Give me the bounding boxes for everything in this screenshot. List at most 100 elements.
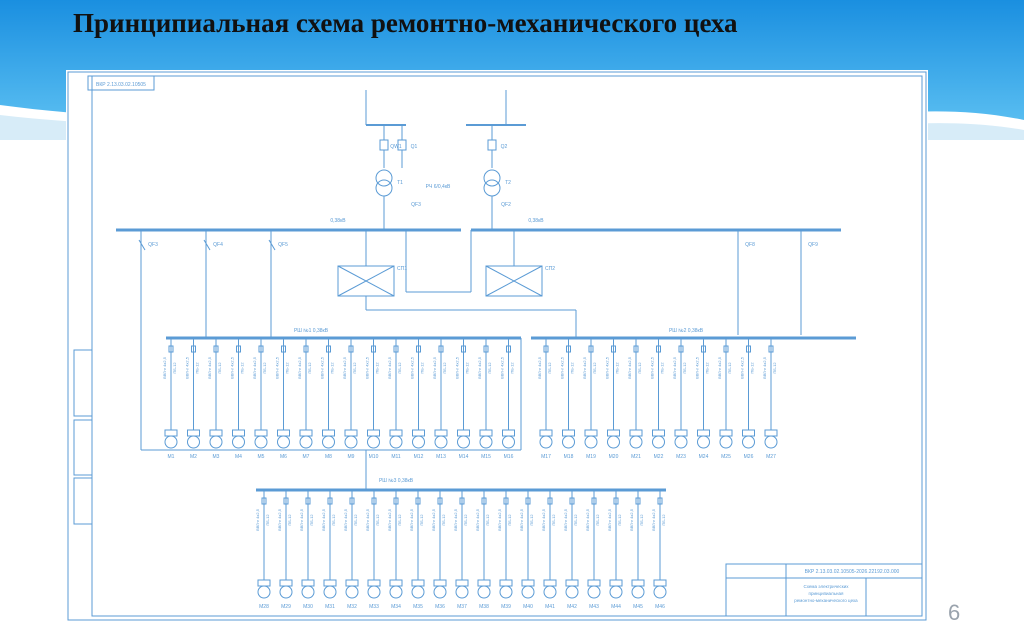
cable-label: ВВГнг 4х2,5	[342, 356, 347, 379]
motor-starter	[367, 579, 381, 587]
motor-label: М38	[479, 604, 489, 610]
motor-breaker	[768, 345, 774, 353]
motor-symbol	[434, 435, 448, 449]
motor-label: М10	[369, 454, 379, 460]
motor-breaker	[611, 345, 616, 353]
motor-label: М6	[280, 454, 287, 460]
motor-symbol	[412, 435, 425, 449]
title-block-title: ремонтно-механического цеха	[794, 598, 858, 603]
motor-label: М37	[457, 604, 467, 610]
rp3-label: РШ №3 0,38кВ	[379, 478, 414, 484]
cable-label: ВВГнг 4х2,5	[762, 356, 767, 379]
motor-starter	[477, 579, 491, 587]
motor-starter	[254, 429, 268, 437]
motor-starter	[412, 429, 425, 437]
motor-label: М8	[325, 454, 332, 460]
breaker-label: QF2	[501, 202, 511, 208]
motor-breaker	[656, 345, 661, 353]
title-block	[725, 563, 923, 617]
cable-label: ПБ-12	[465, 362, 470, 374]
motor-breaker	[415, 497, 421, 505]
motor-symbol	[565, 585, 579, 599]
cable-label: ВВГнг 4х2,5	[320, 356, 325, 379]
feeder-switch	[138, 239, 146, 251]
feeder-label: QF5	[278, 242, 288, 248]
cable-label: ПБ-12	[285, 362, 290, 374]
cable-label: ПБ-12	[352, 362, 357, 374]
lv-bus-label-right: 0,38кВ	[528, 218, 544, 224]
rp1-label: РШ №1 0,38кВ	[294, 328, 329, 334]
cable-label: ВВГнг 4х2,5	[409, 508, 414, 531]
motor-symbol	[279, 585, 293, 599]
motor-symbol	[502, 435, 515, 449]
motor-starter	[457, 429, 470, 437]
transformer-label: T2	[505, 180, 511, 186]
motor-symbol	[389, 435, 403, 449]
motor-label: М14	[459, 454, 469, 460]
transformer-winding	[483, 179, 501, 197]
cable-label: ПБ-12	[592, 362, 597, 374]
title-block-title: Схема электрических	[803, 584, 849, 589]
motor-symbol	[367, 585, 381, 599]
cable-label: ВВГнг 4х2,5	[365, 356, 370, 379]
motor-label: М25	[721, 454, 731, 460]
cable-label: ПБ-12	[419, 514, 424, 526]
motor-breaker	[459, 497, 465, 505]
cable-label: ВВГнг 4х2,5	[607, 508, 612, 531]
cable-label: ВВГнг 4х2,5	[230, 356, 235, 379]
motor-label: М34	[391, 604, 401, 610]
cable-label: ПБ-12	[331, 514, 336, 526]
cable-label: ВВГнг 4х2,5	[365, 508, 370, 531]
cap-diag	[485, 265, 543, 297]
motor-symbol	[479, 435, 493, 449]
left-margin-box	[73, 419, 93, 476]
cable-label: ПБ-12	[617, 514, 622, 526]
motor-label: М18	[564, 454, 574, 460]
motor-label: М26	[744, 454, 754, 460]
motor-starter	[277, 429, 290, 437]
cable-label: ВВГнг 4х2,5	[252, 356, 257, 379]
cable-label: ВВГнг 4х2,5	[432, 356, 437, 379]
motor-breaker	[437, 497, 443, 505]
cable-label: ПБ-12	[595, 514, 600, 526]
motor-symbol	[609, 585, 623, 599]
top-left-stamp-text: ВКР 2.13.03.02.10505	[96, 82, 146, 88]
motor-starter	[653, 579, 667, 587]
motor-breaker	[633, 345, 639, 353]
cable-label: ПБ-12	[262, 362, 267, 374]
motor-label: М24	[699, 454, 709, 460]
motor-symbol	[389, 585, 403, 599]
cable-label: ВВГнг 4х2,5	[537, 356, 542, 379]
motor-breaker	[305, 497, 311, 505]
cable-label: ВВГнг 4х2,5	[740, 356, 745, 379]
motor-breaker	[371, 345, 376, 353]
motor-breaker	[416, 345, 421, 353]
motor-starter	[697, 429, 710, 437]
motor-symbol	[697, 435, 710, 449]
motor-symbol	[521, 585, 535, 599]
cable-label: ПБ-12	[547, 362, 552, 374]
cable-label: ВВГнг 4х2,5	[519, 508, 524, 531]
cable-label: ПБ-12	[507, 514, 512, 526]
motor-starter	[344, 429, 358, 437]
transformer-note: РЧ 6/0,4кВ	[426, 184, 451, 190]
cap-diag	[337, 265, 395, 297]
motor-breaker	[588, 345, 594, 353]
motor-starter	[587, 579, 601, 587]
motor-starter	[652, 429, 665, 437]
cable-label: ПБ-12	[487, 362, 492, 374]
cable-label: ПБ-12	[637, 362, 642, 374]
cable-label: ПБ-12	[442, 362, 447, 374]
motor-symbol	[629, 435, 643, 449]
cable-label: ПБ-12	[615, 362, 620, 374]
motor-label: М31	[325, 604, 335, 610]
motor-starter	[279, 579, 293, 587]
motor-label: М22	[654, 454, 664, 460]
motor-breaker	[591, 497, 597, 505]
transformer-winding	[483, 169, 501, 187]
cable-label: ПБ-12	[485, 514, 490, 526]
motor-label: М30	[303, 604, 313, 610]
cable-label: ВВГнг 4х2,5	[497, 508, 502, 531]
